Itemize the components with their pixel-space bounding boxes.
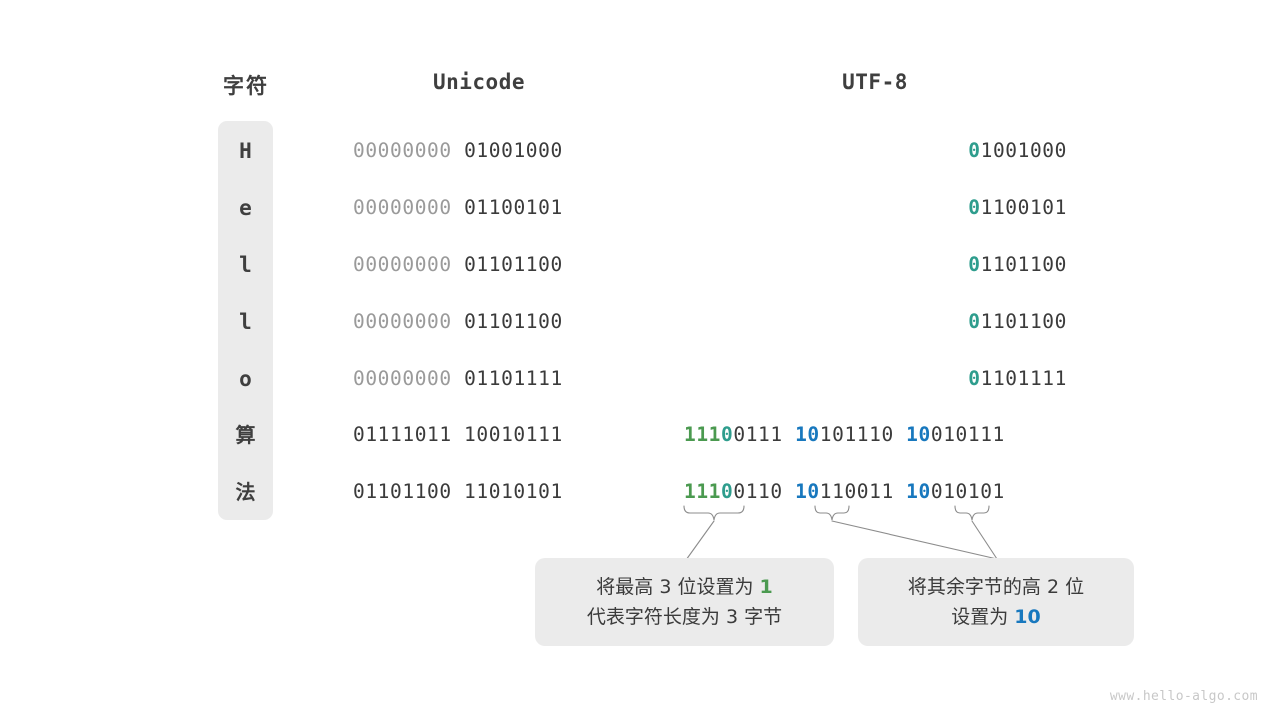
unicode-leading-byte: 00000000: [353, 367, 452, 390]
unicode-trailing-byte: 01101111: [464, 367, 563, 390]
column-header-unicode: Unicode: [432, 70, 525, 94]
utf8-continuation-prefix: 10: [906, 480, 931, 503]
utf8-continuation-prefix: 10: [795, 480, 820, 503]
utf8-payload-byte1: 0110: [733, 480, 783, 503]
utf8-continuation-prefix: 10: [906, 423, 931, 446]
char-cell-6: 法: [235, 480, 256, 504]
utf8-bits-row-5: 11100111 10101110 10010111: [684, 423, 1005, 447]
utf8-payload-byte1: 0111: [733, 423, 783, 446]
callout-2-highlight: 10: [1014, 606, 1041, 628]
unicode-trailing-byte: 01101100: [464, 253, 563, 276]
utf8-bits-row-6: 11100110 10110011 10010101: [684, 480, 1005, 504]
callout-length-prefix: 将最高 3 位设置为 1 代表字符长度为 3 字节: [535, 558, 834, 646]
unicode-leading-byte: 00000000: [353, 253, 452, 276]
utf8-payload-byte3: 010111: [930, 423, 1005, 446]
unicode-bits-row-3: 00000000 01101100: [353, 310, 563, 334]
column-header-character: 字符: [223, 74, 269, 98]
watermark: www.hello-algo.com: [1109, 689, 1258, 704]
callout-2-line-2: 设置为 10: [951, 602, 1041, 632]
utf8-payload-byte2: 110011: [819, 480, 894, 503]
utf8-lead-bit: 0: [968, 139, 981, 162]
utf8-lead-bit: 0: [968, 196, 981, 219]
utf8-prefix-terminator: 0: [721, 423, 734, 446]
unicode-trailing-byte: 01101100: [464, 310, 563, 333]
utf8-length-prefix: 111: [684, 423, 722, 446]
unicode-bits-row-6: 01101100 11010101: [353, 480, 563, 504]
unicode-bits-row-0: 00000000 01001000: [353, 139, 563, 163]
callout-1-line-2: 代表字符长度为 3 字节: [586, 606, 783, 628]
utf8-bits-row-2: 01101100: [968, 253, 1067, 277]
unicode-trailing-byte: 01001000: [464, 139, 563, 162]
unicode-bytes: 01111011 10010111: [353, 423, 563, 446]
utf8-bits-row-1: 01100101: [968, 196, 1067, 220]
callout-1-highlight: 1: [759, 576, 773, 598]
leader-line-3: [971, 520, 998, 560]
unicode-bits-row-1: 00000000 01100101: [353, 196, 563, 220]
utf8-lead-bit: 0: [968, 253, 981, 276]
brace-second-byte: [814, 505, 850, 521]
callout-2-line-1: 将其余字节的高 2 位: [907, 576, 1085, 598]
utf8-payload: 1100101: [980, 196, 1067, 219]
unicode-bytes: 01101100 11010101: [353, 480, 563, 503]
utf8-payload: 1101111: [980, 367, 1067, 390]
unicode-bits-row-5: 01111011 10010111: [353, 423, 563, 447]
unicode-leading-byte: 00000000: [353, 196, 452, 219]
utf8-continuation-prefix: 10: [795, 423, 820, 446]
callout-1-text-a: 将最高: [596, 576, 660, 598]
utf8-bits-row-3: 01101100: [968, 310, 1067, 334]
utf8-payload: 1001000: [980, 139, 1067, 162]
char-cell-0: H: [239, 139, 252, 163]
callout-1-line-1: 将最高 3 位设置为 1: [596, 572, 772, 602]
utf8-payload-byte3: 010101: [930, 480, 1005, 503]
utf8-payload: 1101100: [980, 253, 1067, 276]
callout-2-text-a: 设置为: [951, 606, 1015, 628]
brace-first-byte: [683, 505, 745, 521]
unicode-leading-byte: 00000000: [353, 139, 452, 162]
utf8-lead-bit: 0: [968, 367, 981, 390]
unicode-leading-byte: 00000000: [353, 310, 452, 333]
callout-1-text-b: 位设置为: [671, 576, 760, 598]
utf8-lead-bit: 0: [968, 310, 981, 333]
leader-line-1: [685, 520, 715, 561]
utf8-payload: 1101100: [980, 310, 1067, 333]
utf8-length-prefix: 111: [684, 480, 722, 503]
unicode-trailing-byte: 01100101: [464, 196, 563, 219]
callout-1-count: 3: [659, 576, 672, 598]
char-cell-1: e: [239, 196, 252, 220]
utf8-payload-byte2: 101110: [819, 423, 894, 446]
char-cell-3: l: [239, 310, 252, 334]
utf8-prefix-terminator: 0: [721, 480, 734, 503]
callout-continuation-prefix: 将其余字节的高 2 位 设置为 10: [858, 558, 1134, 646]
column-header-utf8: UTF-8: [842, 70, 908, 94]
char-cell-4: o: [239, 367, 252, 391]
utf8-bits-row-0: 01001000: [968, 139, 1067, 163]
utf8-bits-row-4: 01101111: [968, 367, 1067, 391]
char-cell-5: 算: [235, 423, 256, 447]
unicode-bits-row-2: 00000000 01101100: [353, 253, 563, 277]
brace-third-byte: [954, 505, 990, 521]
leader-line-2: [831, 520, 998, 560]
character-column-panel: [218, 121, 273, 520]
unicode-bits-row-4: 00000000 01101111: [353, 367, 563, 391]
char-cell-2: l: [239, 253, 252, 277]
